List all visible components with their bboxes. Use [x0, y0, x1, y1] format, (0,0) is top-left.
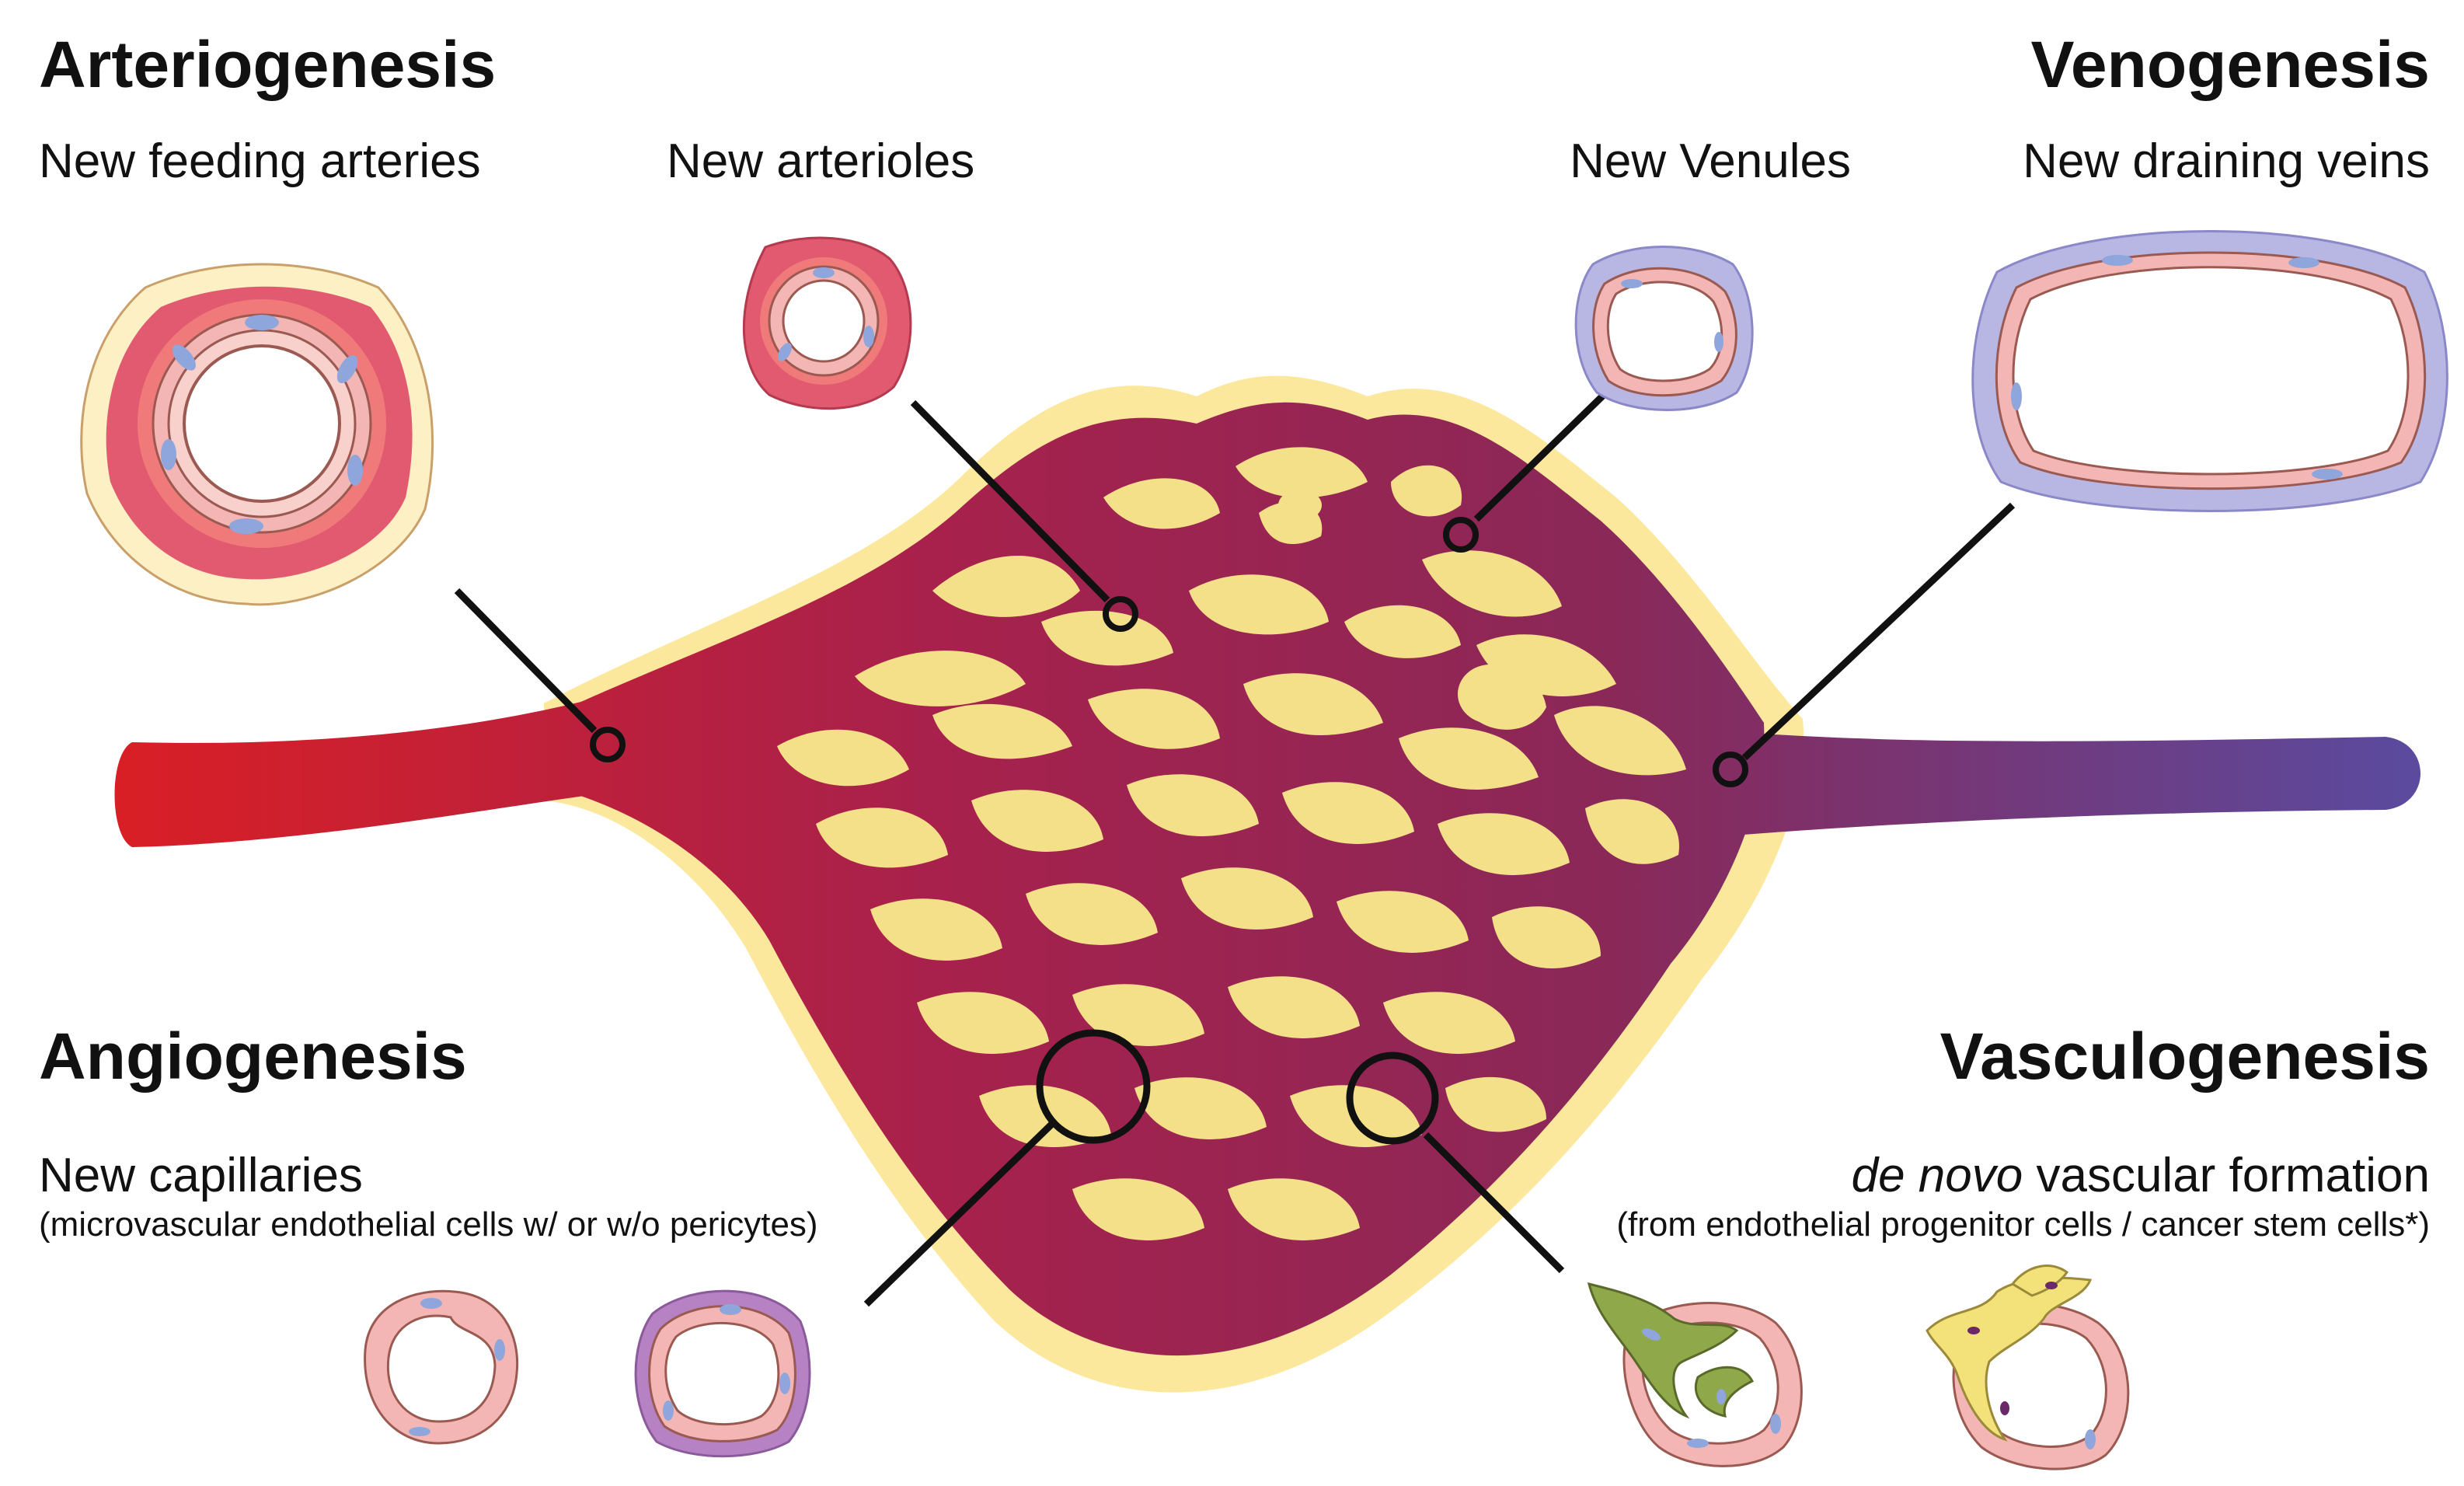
- leader-lines: [454, 391, 2016, 1307]
- vasculogenesis-subtitle-rest: vascular formation: [2023, 1149, 2430, 1202]
- feeding-artery-cross-section: [80, 263, 434, 606]
- marker-venogenesis: [1713, 752, 1748, 787]
- venogenesis-subtitle: New draining veins: [2023, 134, 2430, 188]
- marker-arteriogenesis: [590, 727, 626, 762]
- draining-vein-cross-section: [1971, 230, 2448, 512]
- leader-angiogenesis: [863, 1120, 1056, 1307]
- labels: Arteriogenesis New feeding arteries New …: [39, 28, 2430, 1244]
- leader-venogenesis: [1741, 502, 2016, 761]
- arteriogenesis-title: Arteriogenesis: [39, 28, 496, 101]
- arteriogenesis-subtitle: New feeding arteries: [39, 134, 481, 188]
- venules-subtitle: New Venules: [1570, 134, 1851, 188]
- marker-vasculogenesis: [1346, 1052, 1439, 1145]
- progenitor-vessel-cross-section: [1587, 1282, 1803, 1467]
- venogenesis-title: Venogenesis: [2030, 28, 2430, 101]
- draining-vein: [1678, 727, 2420, 839]
- vasculogenesis-subtitle-italic: de novo: [1852, 1149, 2023, 1202]
- vasculogenesis-note: (from endothelial progenitor cells / can…: [1616, 1205, 2430, 1244]
- angiogenesis-title: Angiogenesis: [39, 1020, 467, 1093]
- capillary-cross-section: [364, 1289, 519, 1445]
- vasculogenesis-title: Vasculogenesis: [1940, 1020, 2430, 1093]
- leader-vasculogenesis: [1423, 1132, 1565, 1274]
- venule-cross-section: [1574, 246, 1754, 411]
- angiogenesis-note: (microvascular endothelial cells w/ or w…: [39, 1205, 818, 1244]
- capillary-gaps: [777, 447, 1686, 1240]
- leader-arterioles: [910, 399, 1110, 603]
- capillary-pericyte-cross-section: [634, 1289, 811, 1458]
- arterioles-subtitle: New arterioles: [667, 134, 974, 188]
- marker-venules: [1443, 517, 1479, 553]
- stem-cell-vessel-cross-section: [1926, 1264, 2130, 1470]
- leader-arteriogenesis: [454, 588, 598, 734]
- vasculogenesis-subtitle: de novo vascular formation: [1852, 1149, 2430, 1202]
- marker-arterioles: [1103, 596, 1138, 632]
- angiogenesis-subtitle: New capillaries: [39, 1149, 363, 1202]
- arteriole-cross-section: [742, 236, 912, 410]
- leader-venules: [1473, 391, 1608, 522]
- feeding-artery: [114, 699, 606, 847]
- vascular-network: [114, 375, 2420, 1393]
- marker-angiogenesis: [1036, 1029, 1151, 1144]
